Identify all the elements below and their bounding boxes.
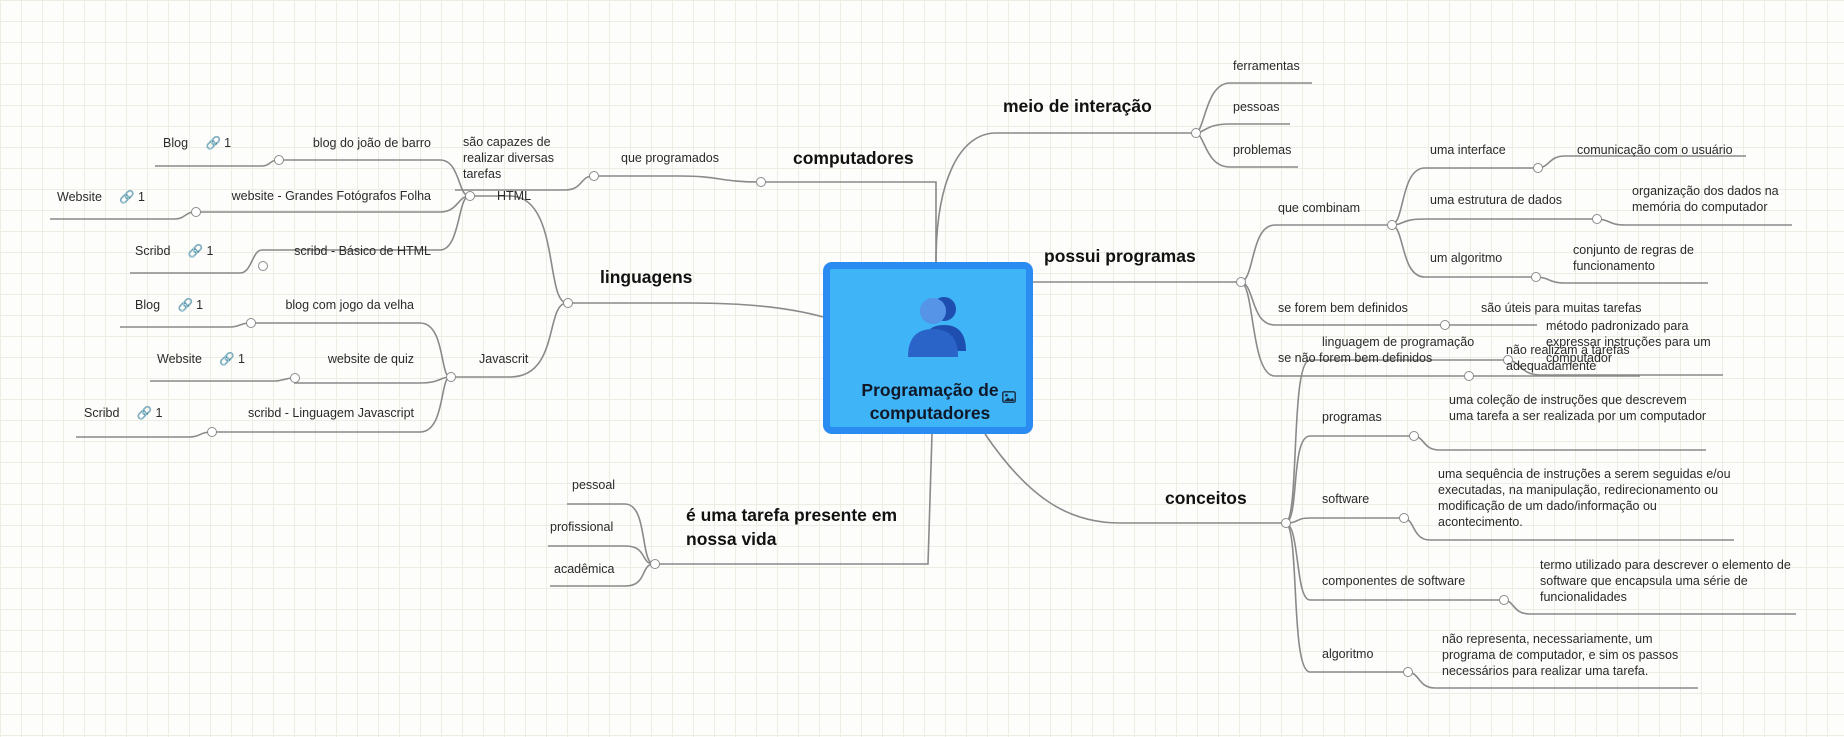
html-item-scribd-basico[interactable]: scribd - Básico de HTML bbox=[294, 244, 431, 258]
collapse-handle[interactable] bbox=[191, 207, 201, 217]
collapse-handle[interactable] bbox=[1387, 220, 1397, 230]
subtopic-uma-interface[interactable]: uma interface bbox=[1430, 143, 1506, 157]
collapse-handle[interactable] bbox=[1403, 667, 1413, 677]
collapse-handle[interactable] bbox=[274, 155, 284, 165]
topic-linguagens[interactable]: linguagens bbox=[600, 267, 693, 287]
detail-nao-realizam[interactable]: não realizam a tarefas adequadamente bbox=[1506, 343, 1630, 373]
link-icon: 🔗 bbox=[177, 298, 194, 312]
collapse-handle[interactable] bbox=[465, 191, 475, 201]
collapse-handle[interactable] bbox=[258, 261, 268, 271]
detail-colecao-instrucoes[interactable]: uma coleção de instruções que descrevem … bbox=[1449, 393, 1707, 423]
collapse-handle[interactable] bbox=[650, 559, 660, 569]
detail-sequencia-instrucoes[interactable]: uma sequência de instruções a serem segu… bbox=[1438, 467, 1731, 529]
collapse-handle[interactable] bbox=[446, 372, 456, 382]
detail-metodo-padronizado[interactable]: método padronizado para expressar instru… bbox=[1546, 319, 1711, 365]
collapse-handle[interactable] bbox=[1236, 277, 1246, 287]
link-website[interactable]: Website 🔗1 bbox=[57, 189, 145, 205]
image-icon[interactable] bbox=[1002, 391, 1016, 403]
topic-meio-de-interacao[interactable]: meio de interação bbox=[1003, 96, 1152, 116]
js-item-website-quiz[interactable]: website de quiz bbox=[327, 352, 414, 366]
detail-nao-representa[interactable]: não representa, necessariamente, um prog… bbox=[1442, 632, 1679, 678]
subtopic-pessoas[interactable]: pessoas bbox=[1233, 100, 1280, 114]
link-label: Blog bbox=[135, 298, 161, 312]
link-blog[interactable]: Blog 🔗1 bbox=[135, 297, 203, 313]
subtopic-componentes-de-software[interactable]: componentes de software bbox=[1322, 574, 1466, 588]
collapse-handle[interactable] bbox=[756, 177, 766, 187]
subtopic-se-nao-forem-bem-definidos[interactable]: se não forem bem definidos bbox=[1278, 351, 1433, 365]
subtopic-academica[interactable]: acadêmica bbox=[554, 562, 615, 576]
link-icon: 🔗 bbox=[187, 244, 204, 258]
link-icon: 🔗 bbox=[219, 352, 235, 366]
link-label: Website bbox=[57, 190, 102, 204]
topic-tarefa-presente[interactable]: é uma tarefa presente em nossa vida bbox=[686, 505, 898, 549]
root-title: Programação de computadores bbox=[861, 380, 999, 423]
link-icon: 🔗 bbox=[136, 406, 153, 420]
link-label: Scribd bbox=[135, 244, 171, 258]
collapse-handle[interactable] bbox=[1503, 355, 1513, 365]
detail-conjunto-regras[interactable]: conjunto de regras de funcionamento bbox=[1573, 243, 1694, 273]
subtopic-pessoal[interactable]: pessoal bbox=[572, 478, 616, 492]
subtopic-programas[interactable]: programas bbox=[1322, 410, 1382, 424]
subtopic-linguagem-de-programacao[interactable]: linguagem de programação bbox=[1322, 335, 1475, 349]
link-blog[interactable]: Blog 🔗1 bbox=[163, 135, 231, 151]
html-item-website-folha[interactable]: website - Grandes Fotógrafos Folha bbox=[231, 189, 431, 203]
topic-conceitos[interactable]: conceitos bbox=[1165, 488, 1247, 508]
link-icon: 🔗 bbox=[119, 190, 135, 204]
topic-computadores[interactable]: computadores bbox=[793, 148, 914, 168]
link-icon: 🔗 bbox=[205, 136, 222, 150]
collapse-handle[interactable] bbox=[1440, 320, 1450, 330]
subtopic-uma-estrutura-de-dados[interactable]: uma estrutura de dados bbox=[1430, 193, 1563, 207]
users-group-icon bbox=[908, 297, 966, 357]
subtopic-problemas[interactable]: problemas bbox=[1233, 143, 1292, 157]
collapse-handle[interactable] bbox=[563, 298, 573, 308]
collapse-handle[interactable] bbox=[1409, 431, 1419, 441]
collapse-handle[interactable] bbox=[1592, 214, 1602, 224]
link-scribd[interactable]: Scribd 🔗1 bbox=[135, 243, 213, 259]
root-topic[interactable]: Programação de computadores bbox=[823, 262, 1033, 434]
link-count: 1 bbox=[206, 244, 214, 258]
link-count: 1 bbox=[155, 406, 163, 420]
link-label: Blog bbox=[163, 136, 189, 150]
collapse-handle[interactable] bbox=[1499, 595, 1509, 605]
link-label: Scribd bbox=[84, 406, 120, 420]
collapse-handle[interactable] bbox=[290, 373, 300, 383]
js-item-blog-jogo[interactable]: blog com jogo da velha bbox=[285, 298, 414, 312]
link-count: 1 bbox=[138, 190, 145, 204]
subtopic-html[interactable]: HTML bbox=[497, 189, 532, 203]
collapse-handle[interactable] bbox=[1399, 513, 1409, 523]
collapse-handle[interactable] bbox=[246, 318, 256, 328]
subtopic-se-forem-bem-definidos[interactable]: se forem bem definidos bbox=[1278, 301, 1408, 315]
subtopic-profissional[interactable]: profissional bbox=[550, 520, 614, 534]
js-item-scribd-javascript[interactable]: scribd - Linguagem Javascript bbox=[247, 406, 414, 420]
html-item-blog-joao[interactable]: blog do joão de barro bbox=[312, 136, 431, 150]
detail-sao-capazes[interactable]: são capazes de realizar diversas tarefas bbox=[463, 135, 555, 181]
link-website[interactable]: Website 🔗1 bbox=[157, 351, 245, 367]
detail-termo-utilizado[interactable]: termo utilizado para descrever o element… bbox=[1540, 558, 1791, 604]
collapse-handle[interactable] bbox=[1464, 371, 1474, 381]
subtopic-javascrit[interactable]: Javascrit bbox=[479, 352, 529, 366]
subtopic-ferramentas[interactable]: ferramentas bbox=[1233, 59, 1300, 73]
link-scribd[interactable]: Scribd 🔗1 bbox=[84, 405, 162, 421]
link-count: 1 bbox=[238, 352, 245, 366]
link-count: 1 bbox=[224, 136, 232, 150]
collapse-handle[interactable] bbox=[207, 427, 217, 437]
subtopic-que-combinam[interactable]: que combinam bbox=[1278, 201, 1360, 215]
link-count: 1 bbox=[196, 298, 204, 312]
subtopic-algoritmo[interactable]: algoritmo bbox=[1322, 647, 1374, 661]
detail-sao-uteis[interactable]: são úteis para muitas tarefas bbox=[1481, 301, 1642, 315]
collapse-handle[interactable] bbox=[589, 171, 599, 181]
collapse-handle[interactable] bbox=[1191, 128, 1201, 138]
detail-comunicacao[interactable]: comunicação com o usuário bbox=[1577, 143, 1733, 157]
collapse-handle[interactable] bbox=[1531, 272, 1541, 282]
collapse-handle[interactable] bbox=[1281, 518, 1291, 528]
link-label: Website bbox=[157, 352, 202, 366]
subtopic-software[interactable]: software bbox=[1322, 492, 1370, 506]
detail-organizacao[interactable]: organização dos dados na memória do comp… bbox=[1632, 184, 1779, 214]
collapse-handle[interactable] bbox=[1533, 163, 1543, 173]
subtopic-um-algoritmo[interactable]: um algoritmo bbox=[1430, 251, 1503, 265]
topic-possui-programas[interactable]: possui programas bbox=[1044, 246, 1196, 266]
subtopic-que-programados[interactable]: que programados bbox=[621, 151, 719, 165]
